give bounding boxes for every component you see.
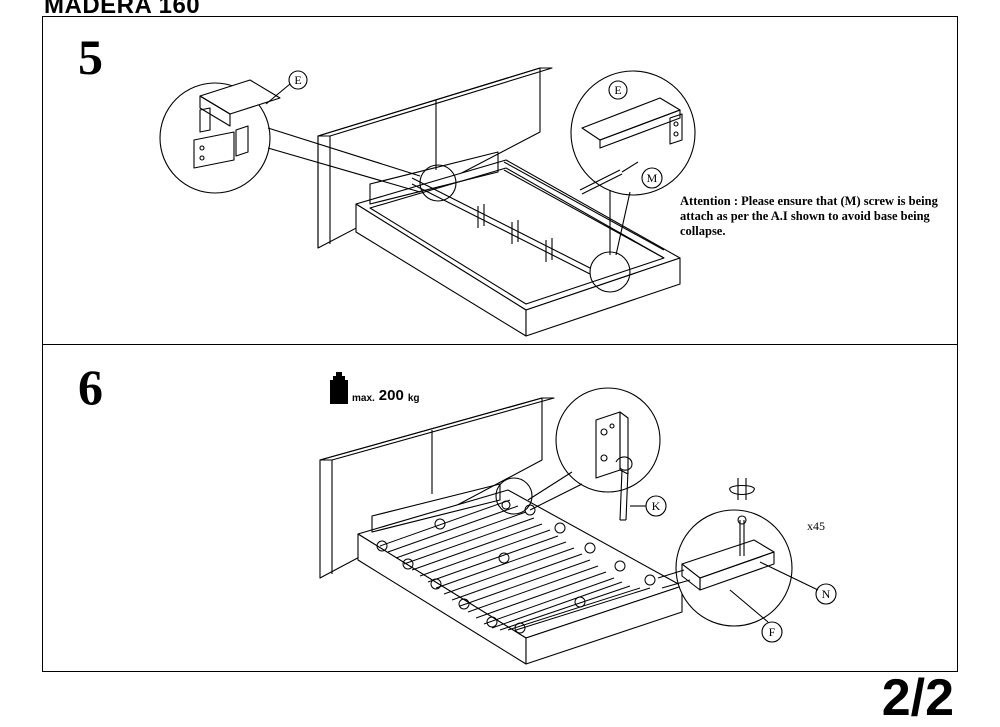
label-e-right: E [614, 83, 621, 97]
step5-bed-frame [317, 67, 681, 337]
document-title: MADERA 160 [44, 0, 201, 19]
max-load-prefix: max. [352, 393, 375, 404]
max-load-unit: kg [407, 393, 420, 404]
step5-right-detail [570, 70, 696, 256]
weight-icon [330, 372, 348, 404]
step-5-number: 5 [78, 29, 103, 85]
label-k: K [652, 499, 661, 513]
page-number: 2/2 [881, 669, 954, 727]
step-divider [42, 344, 958, 345]
step6-bed-frame [319, 397, 683, 665]
step-6-number: 6 [78, 359, 103, 415]
step6-nf-detail [657, 478, 837, 643]
label-m: M [647, 171, 658, 185]
step6-k-detail [527, 387, 667, 521]
label-e-left: E [294, 73, 301, 87]
step5-left-detail [159, 70, 421, 194]
attention-note: Attention : Please ensure that (M) screw… [680, 194, 938, 238]
max-load-value: 200 [378, 387, 404, 404]
quantity-label: x45 [807, 519, 825, 533]
label-f: F [769, 625, 776, 639]
label-n: N [822, 587, 831, 601]
step6-slats [376, 499, 656, 634]
